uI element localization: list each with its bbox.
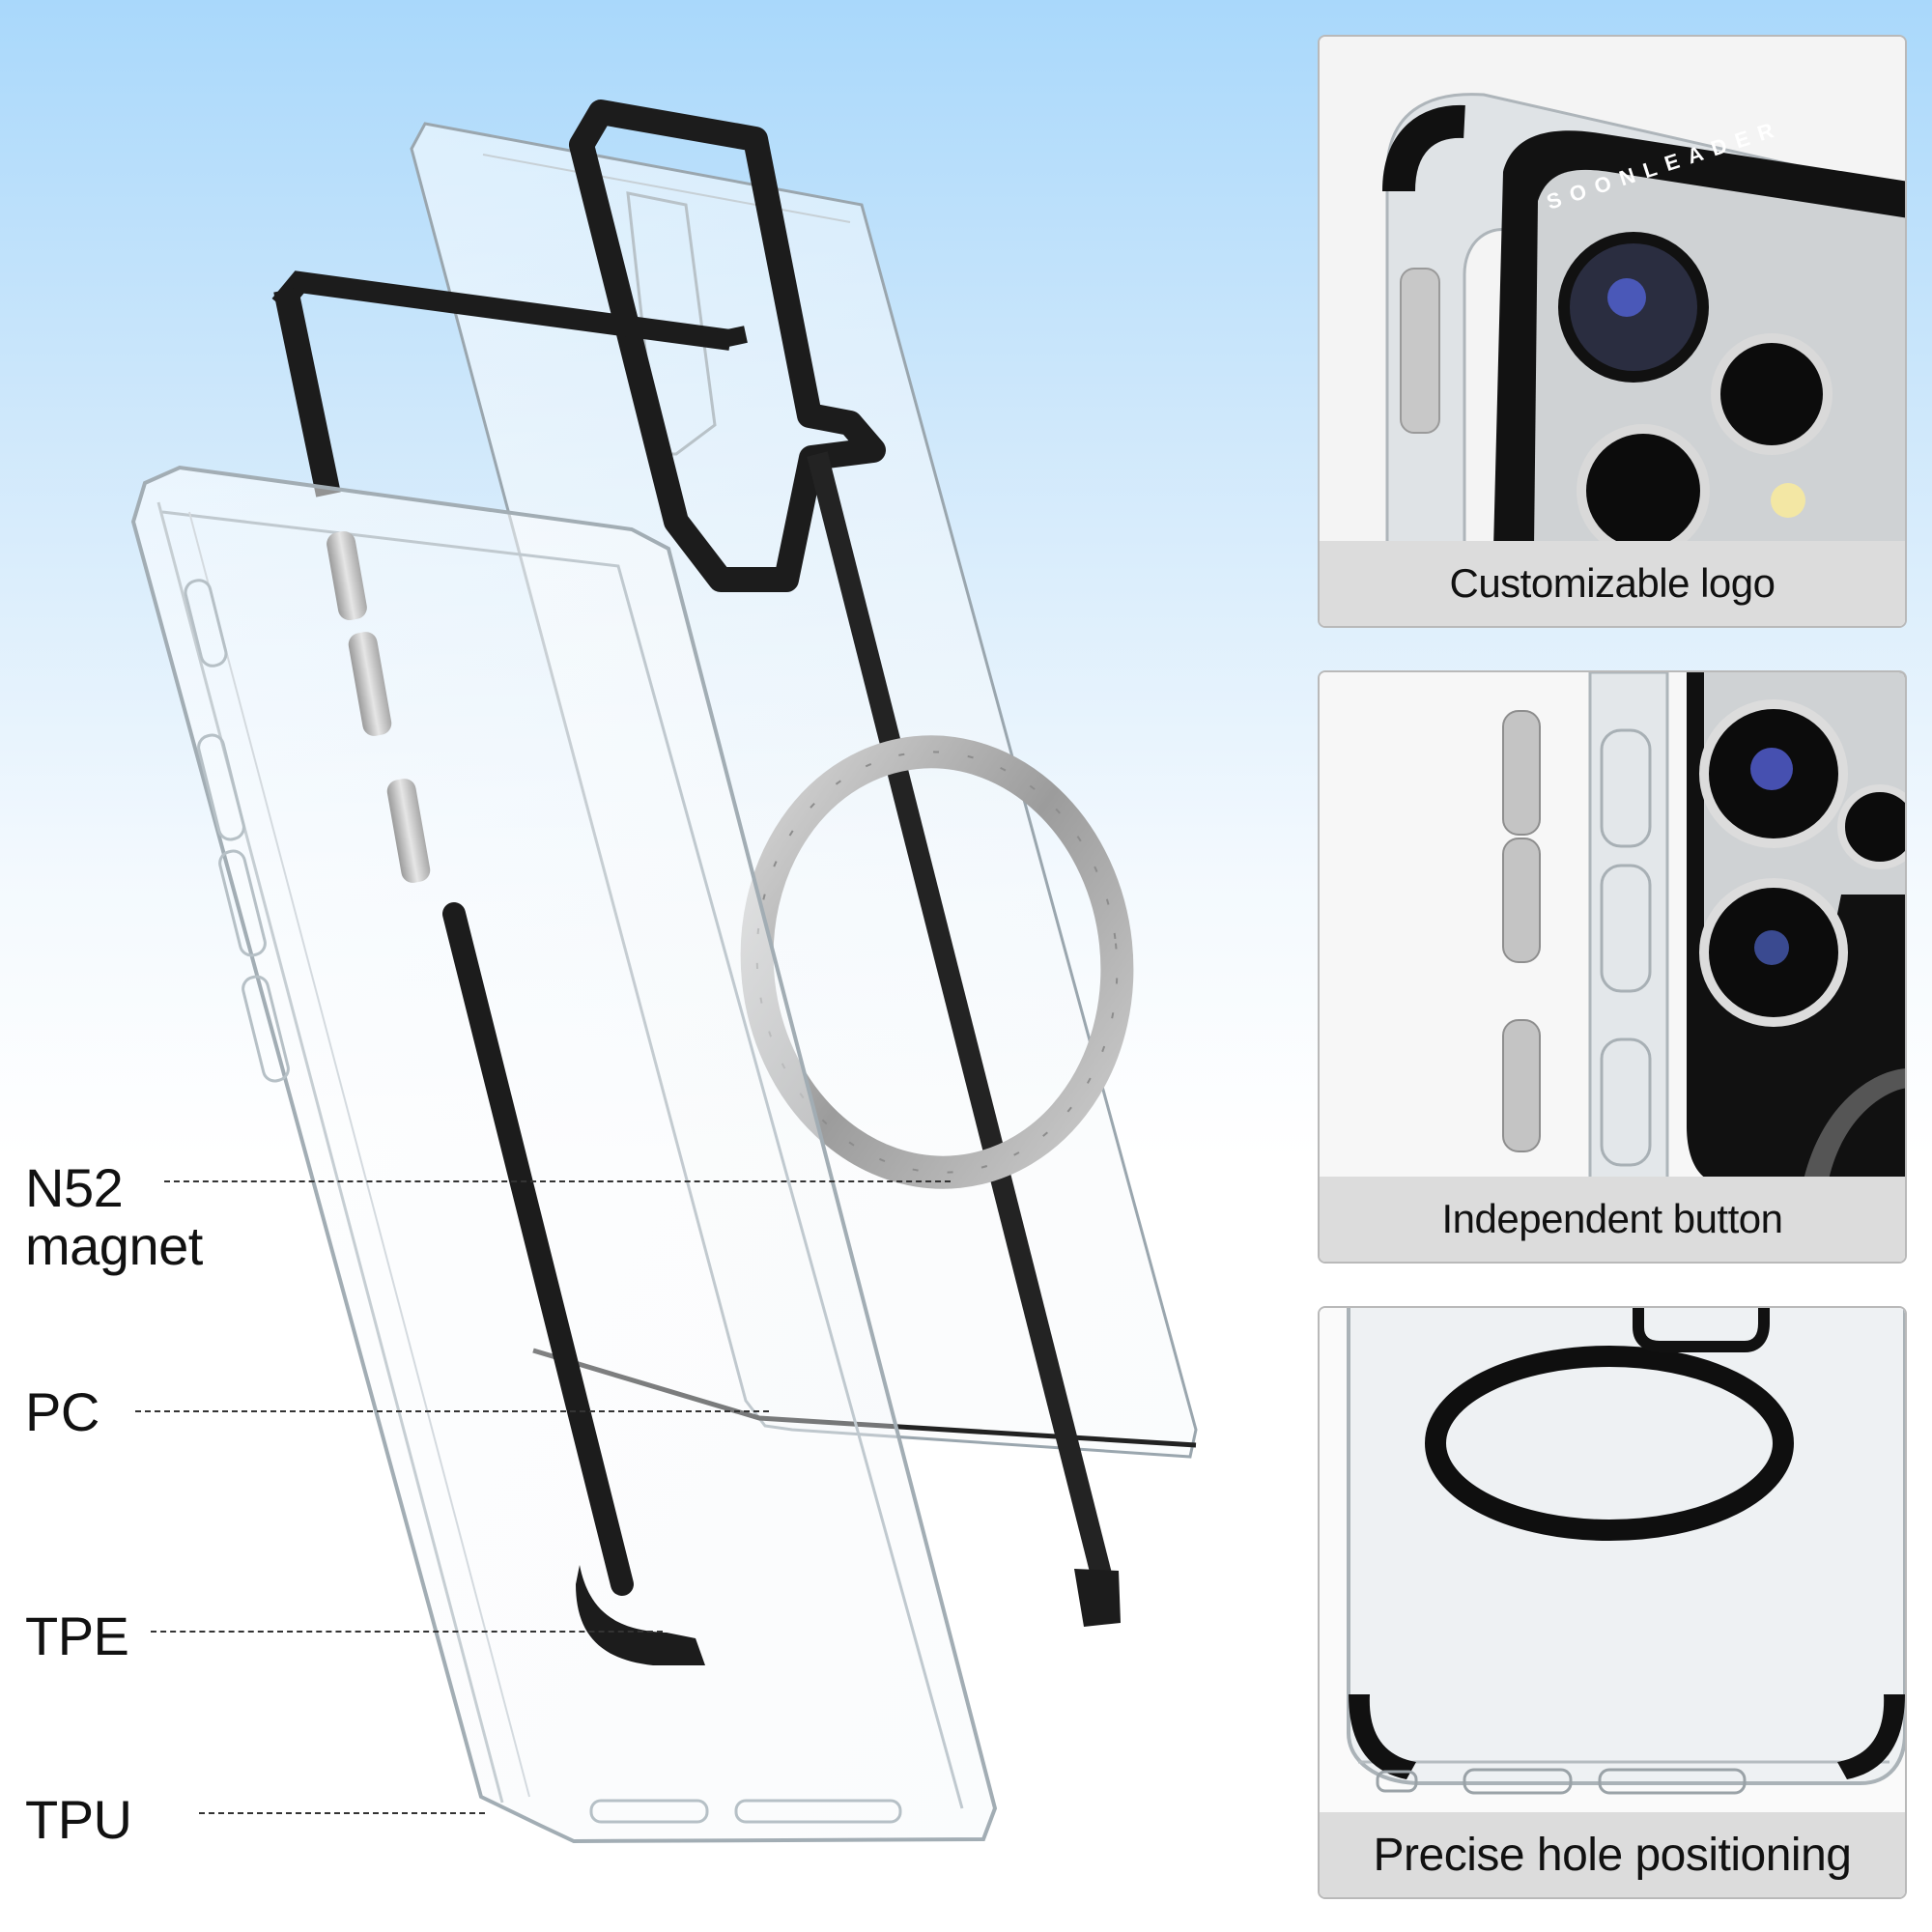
feature-card-buttons: Independent button (1318, 670, 1907, 1264)
tpe-top-bar (271, 270, 748, 497)
caption-independent-button: Independent button (1441, 1196, 1783, 1241)
leader-tpu (199, 1812, 485, 1814)
caption-bar-buttons: Independent button (1320, 1177, 1905, 1262)
caption-customizable-logo: Customizable logo (1449, 560, 1776, 606)
tpe-right-rail (807, 451, 1121, 1627)
tpe-left-rail (442, 902, 705, 1665)
logo-closeup-image (1320, 37, 1905, 549)
holes-closeup-image (1320, 1308, 1905, 1820)
label-tpu: TPU (25, 1789, 132, 1850)
leader-pc (135, 1410, 769, 1412)
caption-bar-logo: Customizable logo (1320, 541, 1905, 626)
leader-n52-magnet (164, 1180, 951, 1182)
label-pc: PC (25, 1381, 99, 1442)
leader-tpe (151, 1631, 663, 1633)
label-n52-magnet: N52 magnet (25, 1157, 203, 1276)
label-tpe: TPE (25, 1605, 129, 1666)
caption-precise-hole-positioning: Precise hole positioning (1373, 1829, 1852, 1881)
caption-bar-holes: Precise hole positioning (1320, 1812, 1905, 1897)
buttons-closeup-image (1320, 672, 1905, 1184)
feature-card-logo: SOONLEADER Customizable logo (1318, 35, 1907, 628)
feature-card-holes: Precise hole positioning (1318, 1306, 1907, 1899)
tpu-shell (130, 465, 998, 1844)
metal-buttons (327, 530, 431, 883)
